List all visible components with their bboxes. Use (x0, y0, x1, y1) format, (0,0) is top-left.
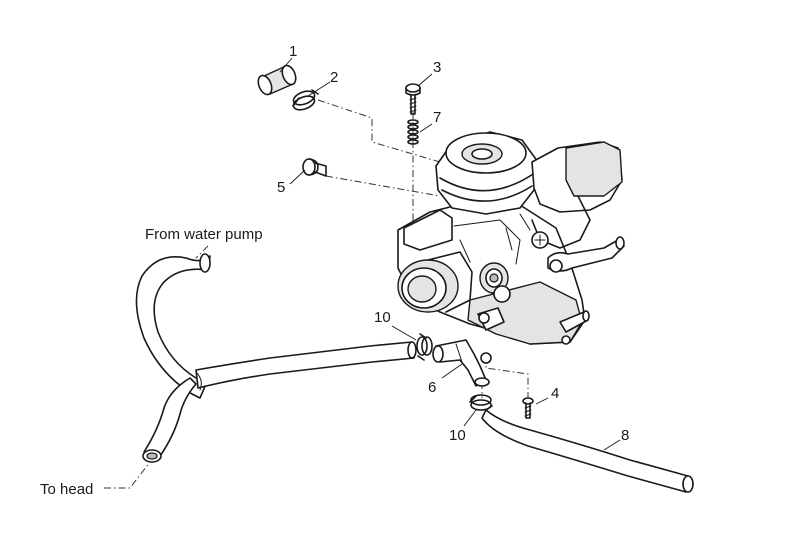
label-from-water-pump: From water pump (145, 226, 263, 243)
part-6-elbow-fitting (432, 339, 492, 387)
part-3-screw (405, 83, 421, 115)
carburetor-body (397, 131, 625, 345)
part-10-clip-lower (469, 394, 493, 411)
label-to-head: To head (40, 481, 93, 498)
callout-6: 6 (428, 379, 436, 396)
callout-7: 7 (433, 109, 441, 126)
callout-4: 4 (551, 385, 559, 402)
callout-1: 1 (289, 43, 297, 60)
part-10-clip-upper (416, 333, 433, 361)
callout-2: 2 (330, 69, 338, 86)
part-8-hose (481, 409, 694, 493)
callout-8: 8 (621, 427, 629, 444)
callout-10-lower: 10 (449, 427, 466, 444)
part-4-screw (522, 397, 534, 419)
leader-lines (104, 57, 621, 489)
part-7-spring (407, 119, 419, 145)
part-1-cap (257, 64, 297, 96)
callout-5: 5 (277, 179, 285, 196)
callout-3: 3 (433, 59, 441, 76)
callout-10-upper: 10 (374, 309, 391, 326)
part-5-screw (302, 158, 327, 177)
hose-y-assembly (135, 253, 417, 463)
